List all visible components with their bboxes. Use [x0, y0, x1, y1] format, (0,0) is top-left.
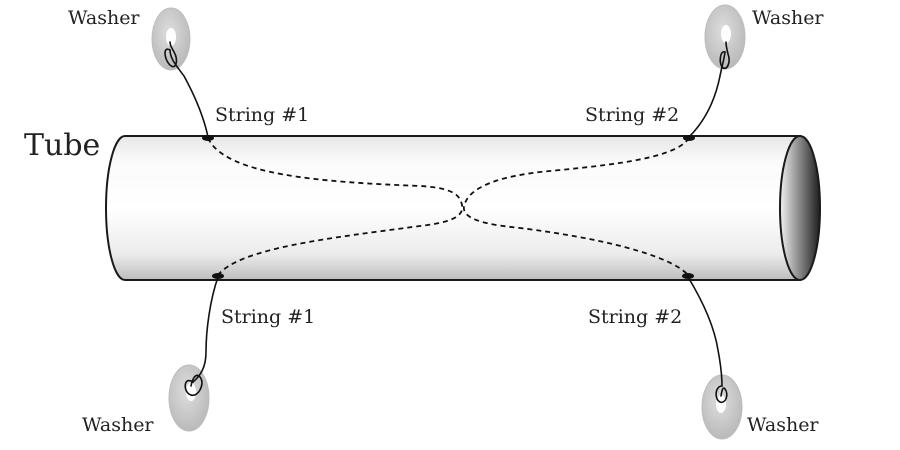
string-1-top-strand — [169, 49, 209, 138]
washer-top-left-label: Washer — [68, 7, 140, 29]
hole-bottom-left — [212, 273, 224, 279]
string-1-bottom-label: String #1 — [221, 306, 315, 328]
washer-bottom-right — [701, 374, 743, 440]
washers — [151, 4, 746, 440]
washer-bottom-right-loop — [715, 385, 728, 404]
tube-open-end — [779, 135, 821, 281]
string-2-bottom-strand — [687, 276, 723, 387]
washer-top-right-label: Washer — [752, 7, 824, 29]
washer-bottom-left-label: Washer — [82, 414, 154, 436]
washer-top-right-loop — [719, 41, 730, 70]
tube-body — [105, 135, 801, 281]
hole-top-right — [683, 135, 695, 141]
string-1-hidden-path — [207, 137, 464, 276]
labels: Tube String #1 String #2 String #1 Strin… — [24, 7, 824, 436]
string-holes — [202, 135, 695, 279]
washer-top-left — [151, 7, 191, 71]
string-2-bottom-label: String #2 — [588, 306, 682, 328]
hole-top-left — [202, 135, 214, 141]
hidden-string-paths — [207, 137, 690, 276]
tube — [105, 135, 821, 281]
string-2-hidden-path — [463, 137, 690, 276]
string-1-bottom-strand — [192, 276, 219, 383]
washer-top-left-loop — [164, 41, 178, 68]
string-1-top-label: String #1 — [215, 104, 309, 126]
tube-label: Tube — [24, 128, 100, 163]
washer-bottom-left-loop — [184, 374, 203, 397]
hole-bottom-right — [682, 273, 694, 279]
washer-bottom-left — [168, 364, 210, 432]
external-strings — [164, 41, 730, 404]
string-2-top-label: String #2 — [585, 104, 679, 126]
washer-top-right — [704, 4, 746, 70]
string-2-top-strand — [688, 51, 726, 138]
washer-bottom-right-label: Washer — [747, 414, 819, 436]
